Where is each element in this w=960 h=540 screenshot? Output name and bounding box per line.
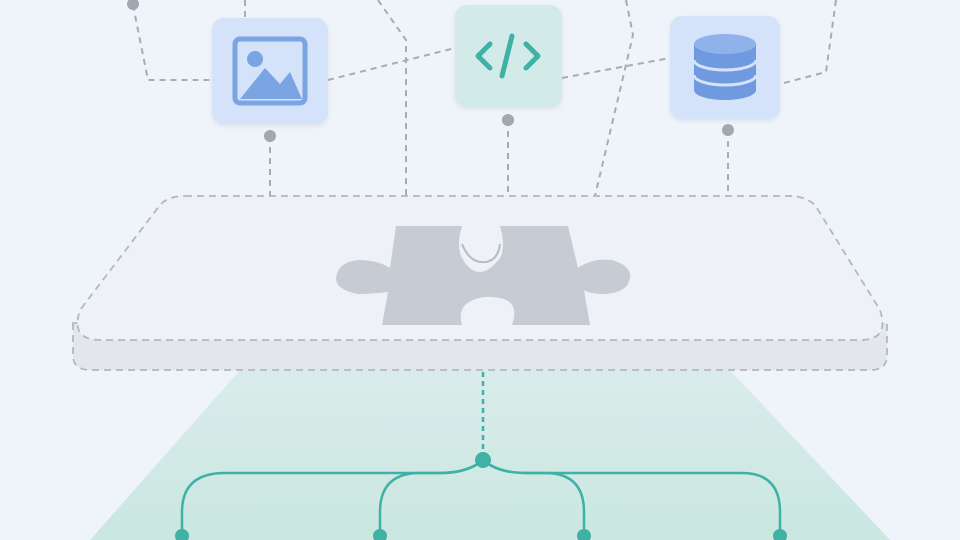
tree-root-node — [475, 452, 491, 468]
connector-image-to-code — [327, 47, 456, 81]
tree-leaf-node — [577, 529, 591, 540]
image-card[interactable] — [212, 18, 328, 124]
tree-branch-4 — [482, 459, 782, 540]
tree-branch-2 — [378, 459, 484, 540]
connector-left-outer — [132, 4, 212, 81]
code-icon — [475, 33, 541, 79]
connector-right-outer — [779, 0, 837, 85]
tree-leaf-node — [773, 529, 787, 540]
tree-leaf-node — [373, 529, 387, 540]
plugin-platform — [72, 195, 888, 371]
database-icon — [692, 34, 758, 100]
connector-dots — [127, 0, 734, 142]
output-tree — [175, 372, 787, 540]
puzzle-piece-icon — [336, 226, 631, 325]
tree-leaf-node — [175, 529, 189, 540]
image-icon — [232, 36, 308, 106]
connector-center-right — [594, 0, 635, 197]
connector-dot — [264, 130, 276, 142]
connector-dot — [502, 114, 514, 126]
connector-dot — [127, 0, 139, 10]
connector-code-to-database — [561, 57, 671, 79]
connector-center-left — [377, 0, 407, 196]
connector-dot — [722, 124, 734, 136]
dashed-connectors — [132, 0, 837, 197]
connection-beam — [90, 370, 890, 540]
